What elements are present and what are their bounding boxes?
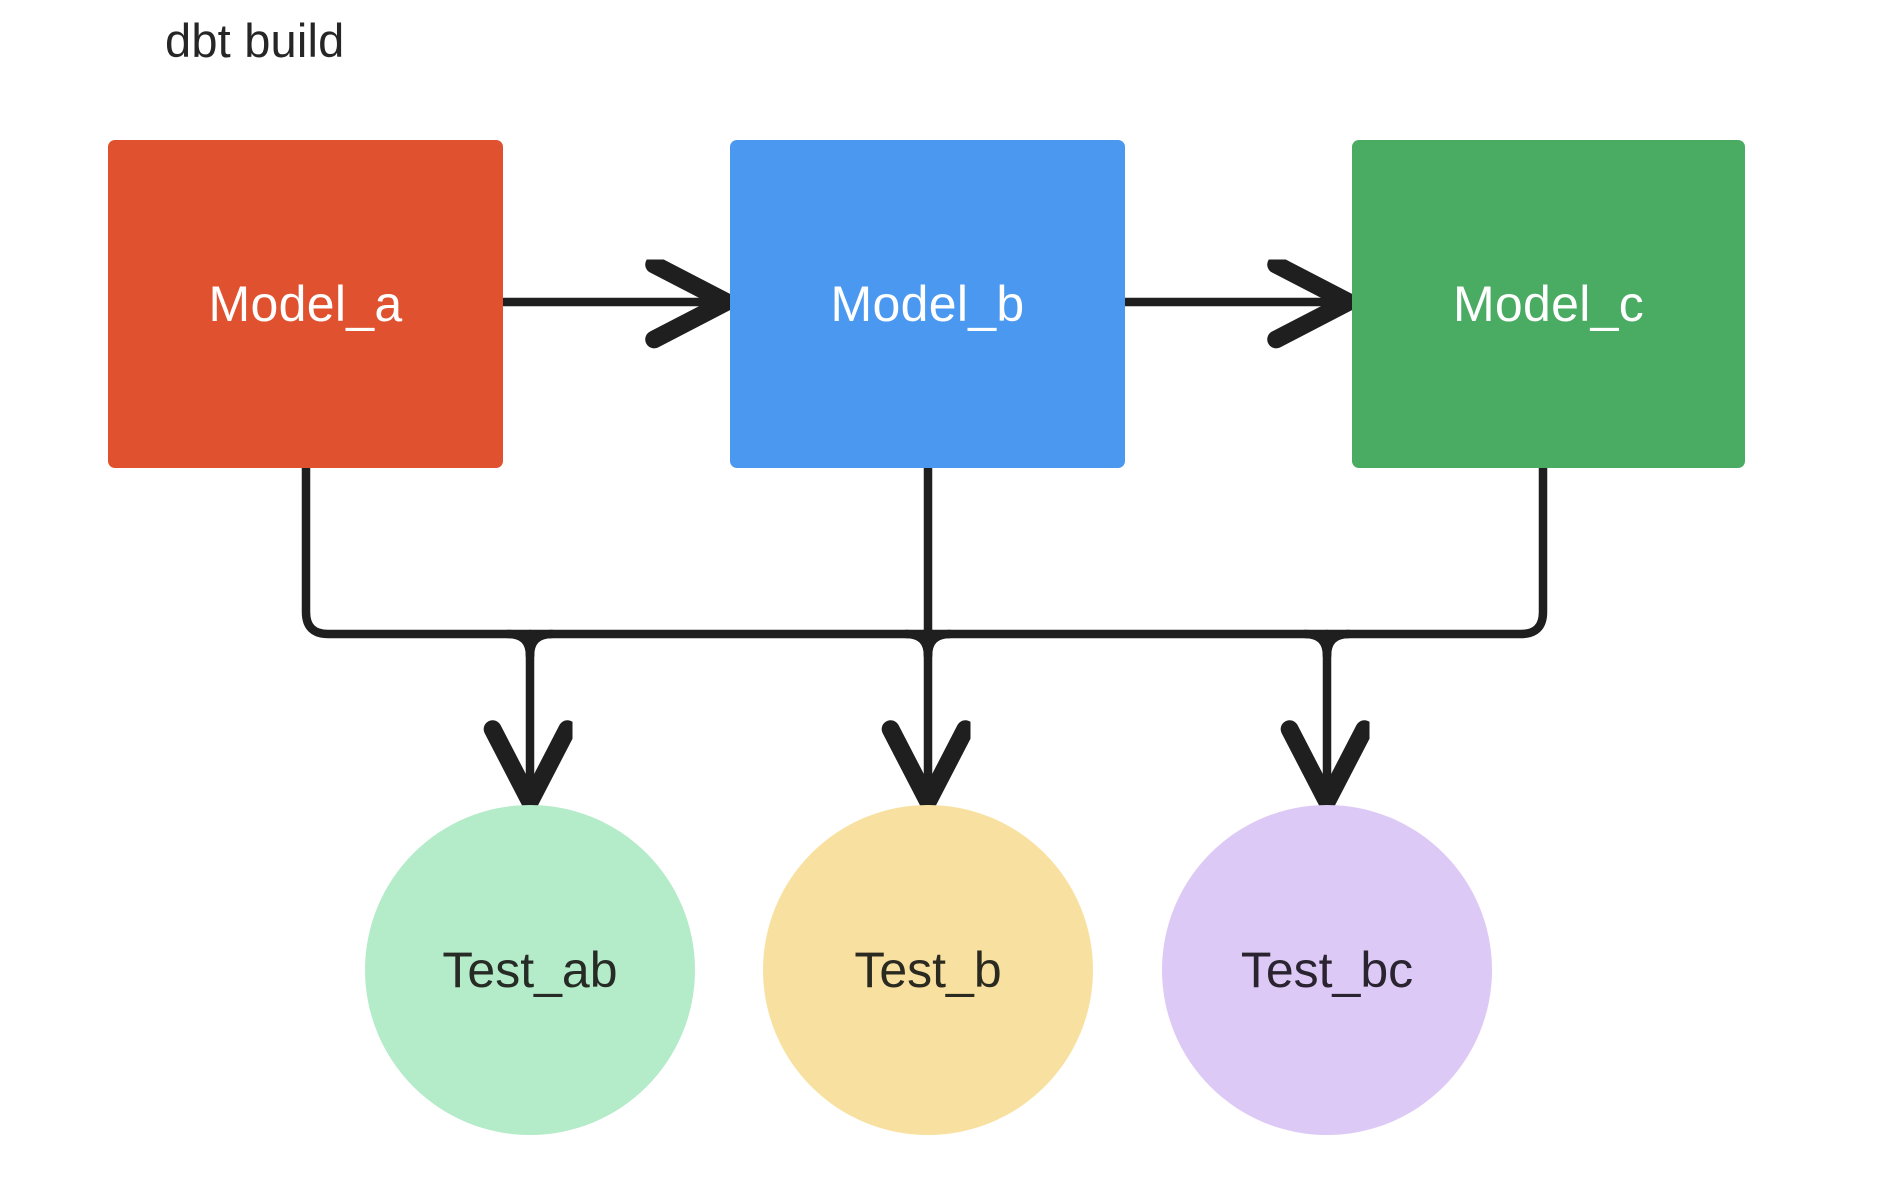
junction-fillet-test-ab-left <box>503 629 535 661</box>
node-model-b-label: Model_b <box>830 276 1025 332</box>
junction-fillet-test-bc-right <box>1322 629 1354 661</box>
node-test-b-label: Test_b <box>854 941 1002 998</box>
junction-fillet-test-ab-right <box>525 629 557 661</box>
node-test-ab[interactable]: Test_ab <box>365 805 695 1135</box>
node-model-c[interactable]: Model_c <box>1352 140 1745 468</box>
junction-fillet-test-b-right <box>923 629 955 661</box>
node-model-c-label: Model_c <box>1452 276 1645 332</box>
node-model-b[interactable]: Model_b <box>730 140 1125 468</box>
diagram-title: dbt build <box>165 14 345 67</box>
node-test-bc-label: Test_bc <box>1240 941 1414 998</box>
node-test-ab-label: Test_ab <box>442 941 618 998</box>
junction-fillet-test-b-left <box>901 629 933 661</box>
node-test-bc[interactable]: Test_bc <box>1162 805 1492 1135</box>
edge-model-a-trunk <box>301 463 1548 639</box>
node-model-a[interactable]: Model_a <box>108 140 503 468</box>
node-test-b[interactable]: Test_b <box>763 805 1093 1135</box>
junction-fillet-test-bc-left <box>1300 629 1332 661</box>
node-model-a-label: Model_a <box>208 276 403 332</box>
